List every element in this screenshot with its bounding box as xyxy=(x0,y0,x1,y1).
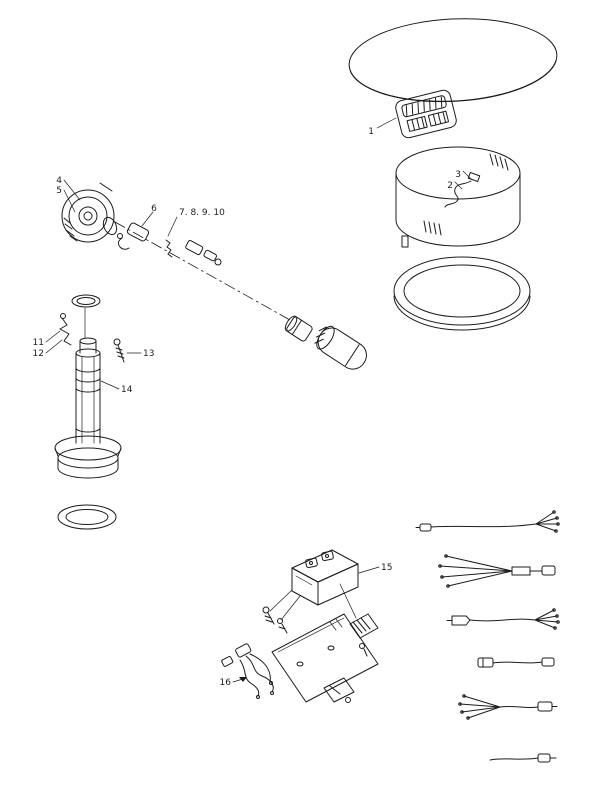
cable-2 xyxy=(438,554,556,588)
vent-slits-left xyxy=(423,220,442,236)
callout-7-10: 7. 8. 9. 10 xyxy=(179,208,225,218)
screw-part-13 xyxy=(113,338,125,363)
mounting-screws xyxy=(262,606,288,634)
trim-ring xyxy=(393,256,531,331)
cable-1 xyxy=(415,510,560,533)
wire-harness xyxy=(221,643,274,699)
standpipe-column xyxy=(54,337,122,479)
callout-6: 6 xyxy=(151,204,157,214)
clamp-plate xyxy=(323,677,355,703)
callout-16: 16 xyxy=(220,678,232,688)
motor-pump-assembly xyxy=(61,182,118,243)
cap-plug xyxy=(284,315,313,342)
mounting-panel xyxy=(271,613,379,703)
cable-5 xyxy=(458,694,558,720)
callout-12: 12 xyxy=(33,349,44,359)
callout-5: 5 xyxy=(56,186,62,196)
inline-fittings xyxy=(117,222,222,266)
vent-slits-right xyxy=(489,153,509,171)
cable-3 xyxy=(446,608,560,630)
callout-3: 3 xyxy=(455,170,461,180)
callout-4: 4 xyxy=(56,176,62,186)
cable-set xyxy=(415,510,560,763)
vent-band xyxy=(395,146,521,248)
leader-lines xyxy=(45,117,472,683)
band-clip xyxy=(401,235,409,248)
callout-15: 15 xyxy=(381,563,392,573)
clamp-fitting-6 xyxy=(117,222,150,250)
power-module xyxy=(395,89,457,139)
alignment-mark xyxy=(99,182,113,192)
callout-labels: 1 3 2 4 5 6 7. 8. 9. 10 11 12 13 14 15 1… xyxy=(33,127,461,688)
platter-disc xyxy=(348,18,558,103)
arrowhead-16 xyxy=(239,677,247,682)
cable-6 xyxy=(489,753,557,763)
switch-bracket xyxy=(349,613,379,657)
assembly-axis-line xyxy=(114,221,291,321)
callout-2: 2 xyxy=(447,181,453,191)
callout-1: 1 xyxy=(368,127,374,137)
wire-clip xyxy=(59,313,72,346)
callout-14: 14 xyxy=(121,385,133,395)
power-cord xyxy=(444,171,481,208)
callout-11: 11 xyxy=(33,338,44,348)
valve-fittings-7-10 xyxy=(165,239,222,266)
cable-4 xyxy=(477,657,555,668)
gasket-ring xyxy=(57,504,117,530)
callout-13: 13 xyxy=(143,349,154,359)
tube-canister xyxy=(314,325,367,370)
washer-ring xyxy=(71,294,101,339)
switch-box xyxy=(291,549,359,606)
